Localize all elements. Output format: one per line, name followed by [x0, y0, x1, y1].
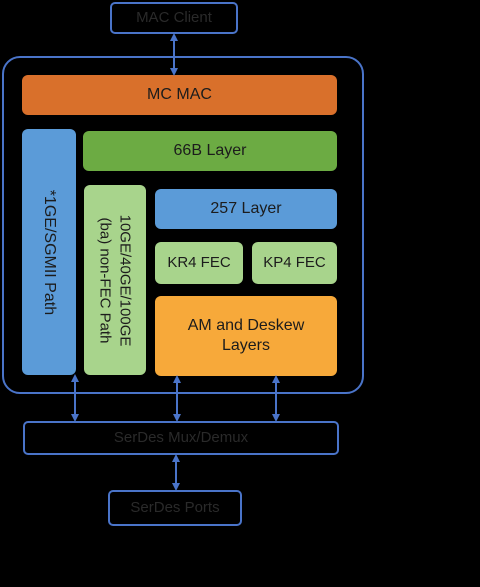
- 66b-layer-label: 66B Layer: [173, 142, 247, 159]
- kp4-fec-label: KP4 FEC: [263, 253, 326, 271]
- kp4-fec-block: KP4 FEC: [252, 242, 337, 284]
- mac-client-label: MAC Client: [136, 8, 212, 26]
- kr4-fec-label: KR4 FEC: [167, 253, 231, 271]
- mc-mac-label: MC MAC: [147, 86, 212, 103]
- 66b-layer-block: 66B Layer: [83, 131, 337, 171]
- 257-layer-block: 257 Layer: [155, 189, 337, 229]
- serdes-mux-block: SerDes Mux/Demux: [23, 421, 339, 455]
- am-deskew-block: AM and Deskew Layers: [155, 296, 337, 376]
- serdes-mux-label: SerDes Mux/Demux: [113, 428, 249, 446]
- non-fec-path-block: 10GE/40GE/100GE (ba) non-FEC Path: [84, 185, 146, 375]
- serdes-ports-block: SerDes Ports: [108, 490, 242, 526]
- mac-subsystem-frame: [2, 56, 364, 394]
- 257-layer-label: 257 Layer: [210, 200, 282, 217]
- mc-mac-block: MC MAC: [22, 75, 337, 115]
- kr4-fec-block: KR4 FEC: [155, 242, 243, 284]
- serdes-ports-label: SerDes Ports: [130, 498, 220, 516]
- am-deskew-label: AM and Deskew Layers: [187, 317, 305, 354]
- sgmii-path-block: *1GE/SGMII Path: [22, 129, 76, 375]
